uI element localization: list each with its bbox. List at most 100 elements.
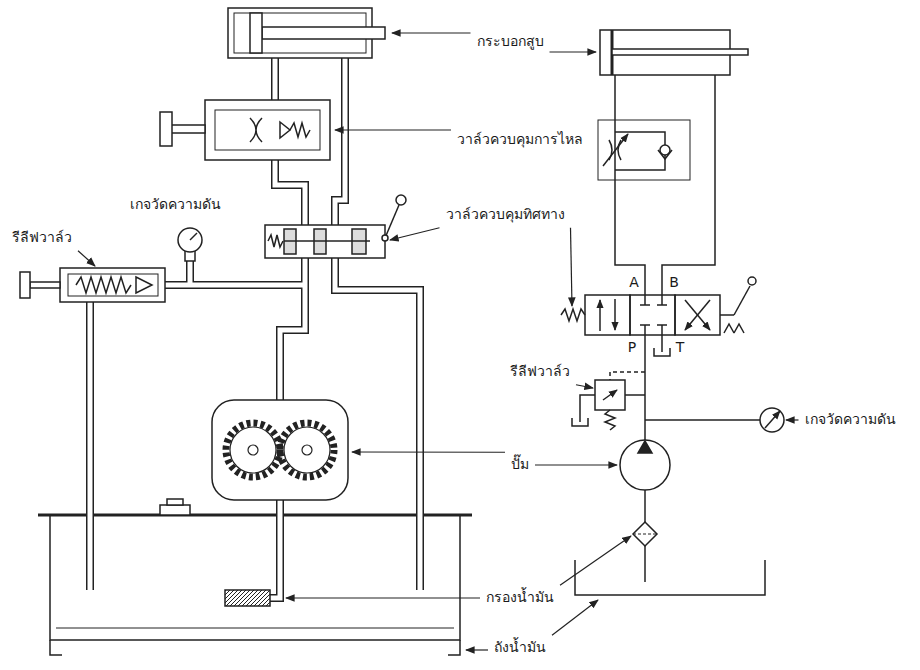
check-seat [658, 150, 672, 159]
leader-line [390, 228, 440, 240]
gauge-symbol [760, 408, 784, 432]
valve-spring [76, 277, 131, 293]
gear-hub [302, 445, 312, 455]
gear-teeth [226, 423, 280, 477]
work-line [615, 75, 645, 295]
flow-control-valve-cutaway [160, 100, 330, 160]
gear-pump-cutaway [212, 400, 348, 500]
throttle-needle [250, 118, 262, 142]
suction-line [644, 490, 646, 522]
leader-line [560, 536, 631, 585]
part-name: กรองน้ำมัน [484, 589, 556, 607]
adjust-arrow [603, 134, 628, 166]
piston [250, 13, 262, 53]
part-name: วาล์วควบคุมการไหล [455, 131, 585, 149]
flow-arrow [599, 300, 601, 331]
leader-line [550, 51, 597, 52]
valve-lever [385, 205, 399, 238]
gauge-line [645, 419, 760, 421]
adjust-stem [170, 125, 205, 133]
blocked-port [640, 295, 667, 305]
gauge-dial [178, 228, 202, 252]
detent-symbol [724, 324, 744, 333]
piston-rod [262, 27, 385, 39]
flow-control-symbol [598, 120, 690, 180]
gear-hub [248, 445, 258, 455]
lever-knob [748, 277, 756, 285]
tank-rim [38, 514, 472, 517]
check-poppet [280, 122, 290, 138]
pilot-line [610, 372, 645, 380]
filler-cap-top [167, 499, 183, 505]
leader-line [786, 419, 799, 420]
valve-chamber [215, 110, 320, 150]
valve-body [60, 268, 165, 302]
actuator-link [720, 314, 734, 316]
leader-line [286, 597, 480, 598]
filter-symbol [633, 522, 657, 546]
port-name: A [627, 274, 641, 292]
tank-foot [50, 640, 460, 655]
valve-chamber [68, 274, 158, 296]
part-name: รีลีฟวาล์ว [10, 229, 74, 247]
gear [284, 427, 330, 473]
flow-arrow [685, 300, 710, 330]
leader-line [552, 600, 598, 635]
lever-pivot [382, 235, 388, 241]
pipe-wall [90, 58, 420, 598]
port-name: B [667, 274, 681, 292]
spool-shaft [284, 240, 370, 242]
oil-tank [38, 499, 472, 655]
relief-valve-cutaway [20, 268, 165, 302]
valve-body [205, 100, 330, 160]
pump-triangle [638, 441, 652, 453]
leader-line [352, 451, 505, 452]
filter-element [633, 534, 657, 535]
work-line [662, 75, 715, 295]
part-name: เกจวัดความดัน [803, 411, 898, 429]
relief-poppet [136, 277, 152, 293]
adjust-knob [20, 272, 30, 298]
valve-spring [268, 235, 283, 247]
blocked-port [640, 325, 667, 335]
gear-teeth [280, 423, 334, 477]
leader-line [535, 464, 617, 465]
pressure-line [644, 335, 646, 440]
oil-filter [225, 590, 270, 606]
part-name: ถังน้ำมัน [492, 639, 548, 657]
flow-arrow [614, 299, 616, 330]
leader-line [335, 129, 451, 130]
leader-line [576, 385, 593, 388]
valve-body [265, 225, 385, 258]
flow-arrow [685, 300, 710, 330]
part-name: กระบอกสูบ [475, 33, 546, 51]
spring-symbol [605, 410, 615, 430]
spring-symbol [561, 309, 585, 321]
tank-wall [50, 515, 460, 640]
gear [230, 427, 276, 473]
lever-symbol [734, 286, 750, 315]
leader-line [466, 649, 488, 650]
bypass-line [615, 132, 665, 170]
rod-symbol [612, 49, 748, 55]
gauge-needle [190, 233, 197, 240]
directional-valve-cutaway [265, 195, 406, 258]
pump-symbol [620, 440, 670, 490]
leader-line [392, 32, 471, 33]
tank-symbol [575, 560, 765, 595]
pipe-network [90, 58, 420, 598]
pipe-bore [90, 58, 420, 598]
valve-spring [290, 123, 310, 137]
tank-line [572, 395, 595, 426]
tank-line [654, 335, 670, 356]
adjust-stem [30, 282, 60, 288]
leader-line [571, 228, 573, 306]
tank-bottom-line [56, 628, 454, 629]
suction-line [644, 546, 646, 582]
lever-knob [396, 195, 406, 205]
port-name: P [626, 339, 638, 357]
valve-envelope [675, 295, 720, 335]
